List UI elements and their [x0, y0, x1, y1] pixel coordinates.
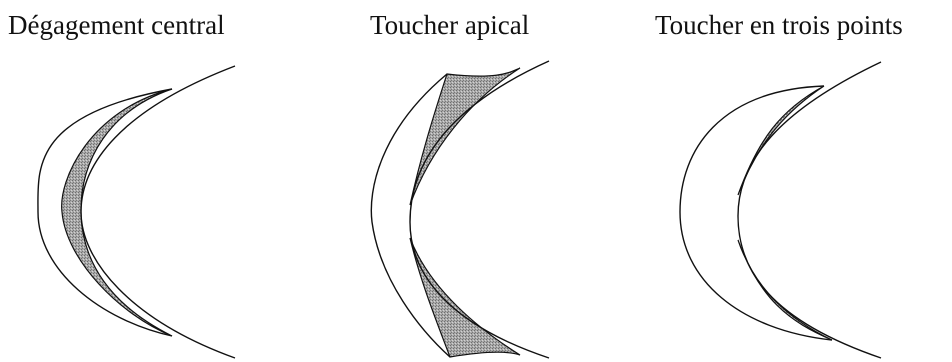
panel-label-three-point-touch: Toucher en trois points	[655, 10, 903, 40]
lens-back-surface	[37, 88, 173, 337]
cornea-profile	[80, 65, 236, 359]
lens-back-surface	[679, 85, 833, 341]
panel-label-apical-touch: Toucher apical	[370, 10, 530, 40]
tear-layer-upper-shading	[737, 85, 825, 196]
panel-three-point-touch	[679, 61, 882, 359]
tear-layer-lower-shading	[737, 239, 833, 341]
cornea-profile	[409, 60, 550, 359]
panel-central-clearance	[37, 65, 236, 359]
cornea-profile	[737, 61, 882, 359]
tear-layer-shading	[61, 88, 173, 337]
panel-apical-touch	[370, 60, 550, 359]
tear-layer-lower-shading	[409, 237, 521, 358]
panel-label-central-clearance: Dégagement central	[8, 10, 225, 40]
tear-layer-upper-shading	[409, 67, 521, 206]
lens-back-surface	[370, 73, 451, 358]
